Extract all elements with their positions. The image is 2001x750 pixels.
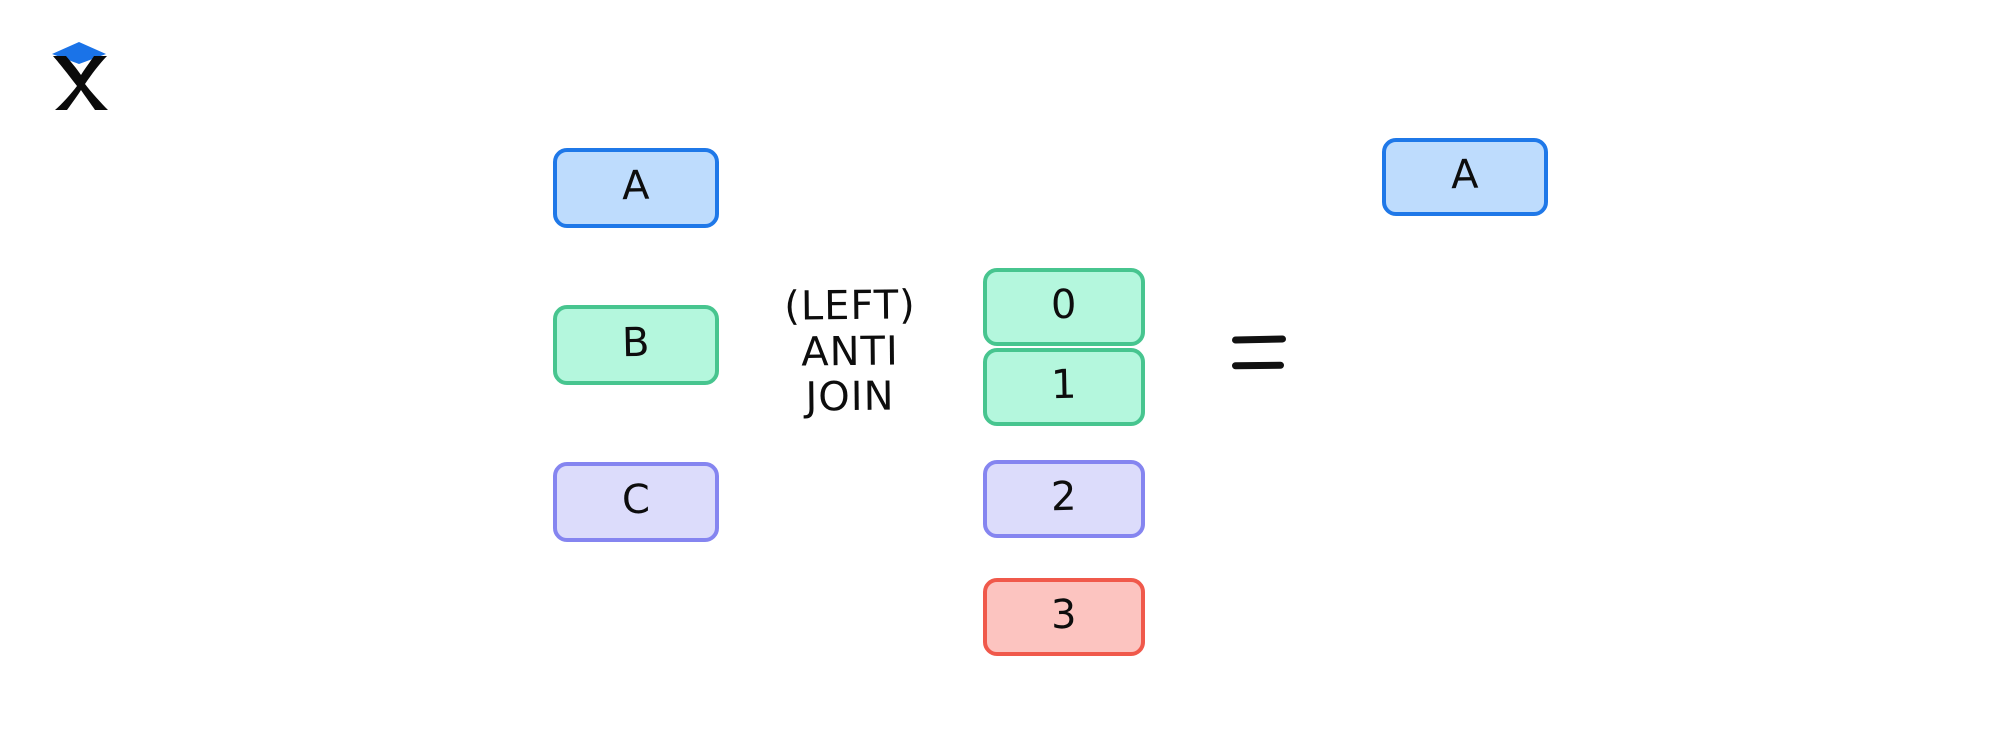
equals-bar-top [1231, 335, 1287, 344]
left-row-b-label: B [621, 319, 651, 367]
x-letter-icon [53, 56, 108, 110]
right-row-1-label: 1 [1050, 361, 1078, 409]
right-row-0-label: 0 [1050, 281, 1078, 329]
equals-sign [1231, 330, 1292, 380]
right-row-3-label: 3 [1050, 591, 1078, 639]
right-row-1: 1 [983, 348, 1145, 426]
result-row-a: A [1382, 138, 1548, 216]
left-anti-join-operator: (LEFT) ANTI JOIN [750, 282, 950, 421]
right-row-2: 2 [983, 460, 1145, 538]
x-diamond-logo [44, 34, 114, 114]
operator-line-1: (LEFT) [783, 282, 916, 330]
right-row-3: 3 [983, 578, 1145, 656]
operator-line-3: JOIN [805, 373, 895, 421]
result-row-a-label: A [1450, 151, 1480, 199]
equals-bar-bottom [1231, 361, 1285, 370]
left-row-c-label: C [621, 476, 651, 524]
left-row-b: B [553, 305, 719, 385]
left-row-c: C [553, 462, 719, 542]
left-row-a-label: A [621, 162, 651, 210]
right-row-2-label: 2 [1050, 473, 1078, 521]
left-row-a: A [553, 148, 719, 228]
operator-line-2: ANTI [800, 328, 899, 376]
right-row-0: 0 [983, 268, 1145, 346]
